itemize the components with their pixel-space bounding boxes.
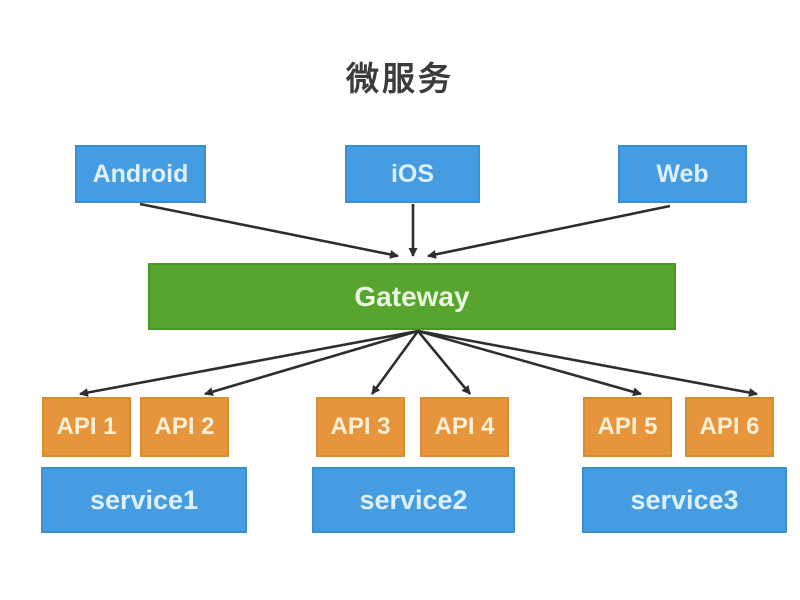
arrow-gateway-to-api5 — [417, 329, 642, 397]
node-service1: service1 — [41, 467, 247, 533]
node-service2: service2 — [312, 467, 515, 533]
diagram-title: 微服务 — [346, 60, 454, 97]
node-service1-label: service1 — [89, 484, 199, 515]
arrow-gateway-to-api1 — [79, 329, 419, 397]
node-api-3-label: API 3 — [330, 413, 391, 440]
node-api-5: API 5 — [583, 397, 672, 457]
node-web-label: Web — [656, 159, 709, 188]
node-api-6-label: API 6 — [699, 413, 760, 440]
node-service3: service3 — [582, 467, 787, 533]
node-api-1: API 1 — [42, 397, 131, 457]
arrow-gateway-to-api6 — [417, 329, 758, 397]
node-service3-label: service3 — [630, 484, 739, 515]
arrow-gateway-to-api3 — [370, 330, 420, 395]
node-api-6: API 6 — [685, 397, 774, 457]
arrow-gateway-to-api4 — [416, 330, 472, 395]
node-android-label: Android — [92, 159, 189, 188]
node-api-2-label: API 2 — [154, 413, 215, 440]
arrow-gateway-to-api2 — [204, 329, 419, 397]
node-web: Web — [618, 145, 747, 203]
node-gateway: Gateway — [148, 263, 676, 330]
node-android: Android — [75, 145, 206, 203]
node-gateway-label: Gateway — [354, 280, 470, 312]
arrow-web-to-gateway — [427, 204, 671, 259]
node-api-2: API 2 — [140, 397, 229, 457]
node-api-3: API 3 — [316, 397, 405, 457]
node-ios: iOS — [345, 145, 480, 203]
node-api-4: API 4 — [420, 397, 509, 457]
node-service2-label: service2 — [359, 484, 468, 515]
node-api-1-label: API 1 — [56, 413, 117, 440]
arrow-android-to-gateway — [139, 202, 399, 259]
node-api-5-label: API 5 — [597, 413, 658, 440]
node-api-4-label: API 4 — [434, 413, 495, 440]
node-ios-label: iOS — [390, 159, 435, 188]
